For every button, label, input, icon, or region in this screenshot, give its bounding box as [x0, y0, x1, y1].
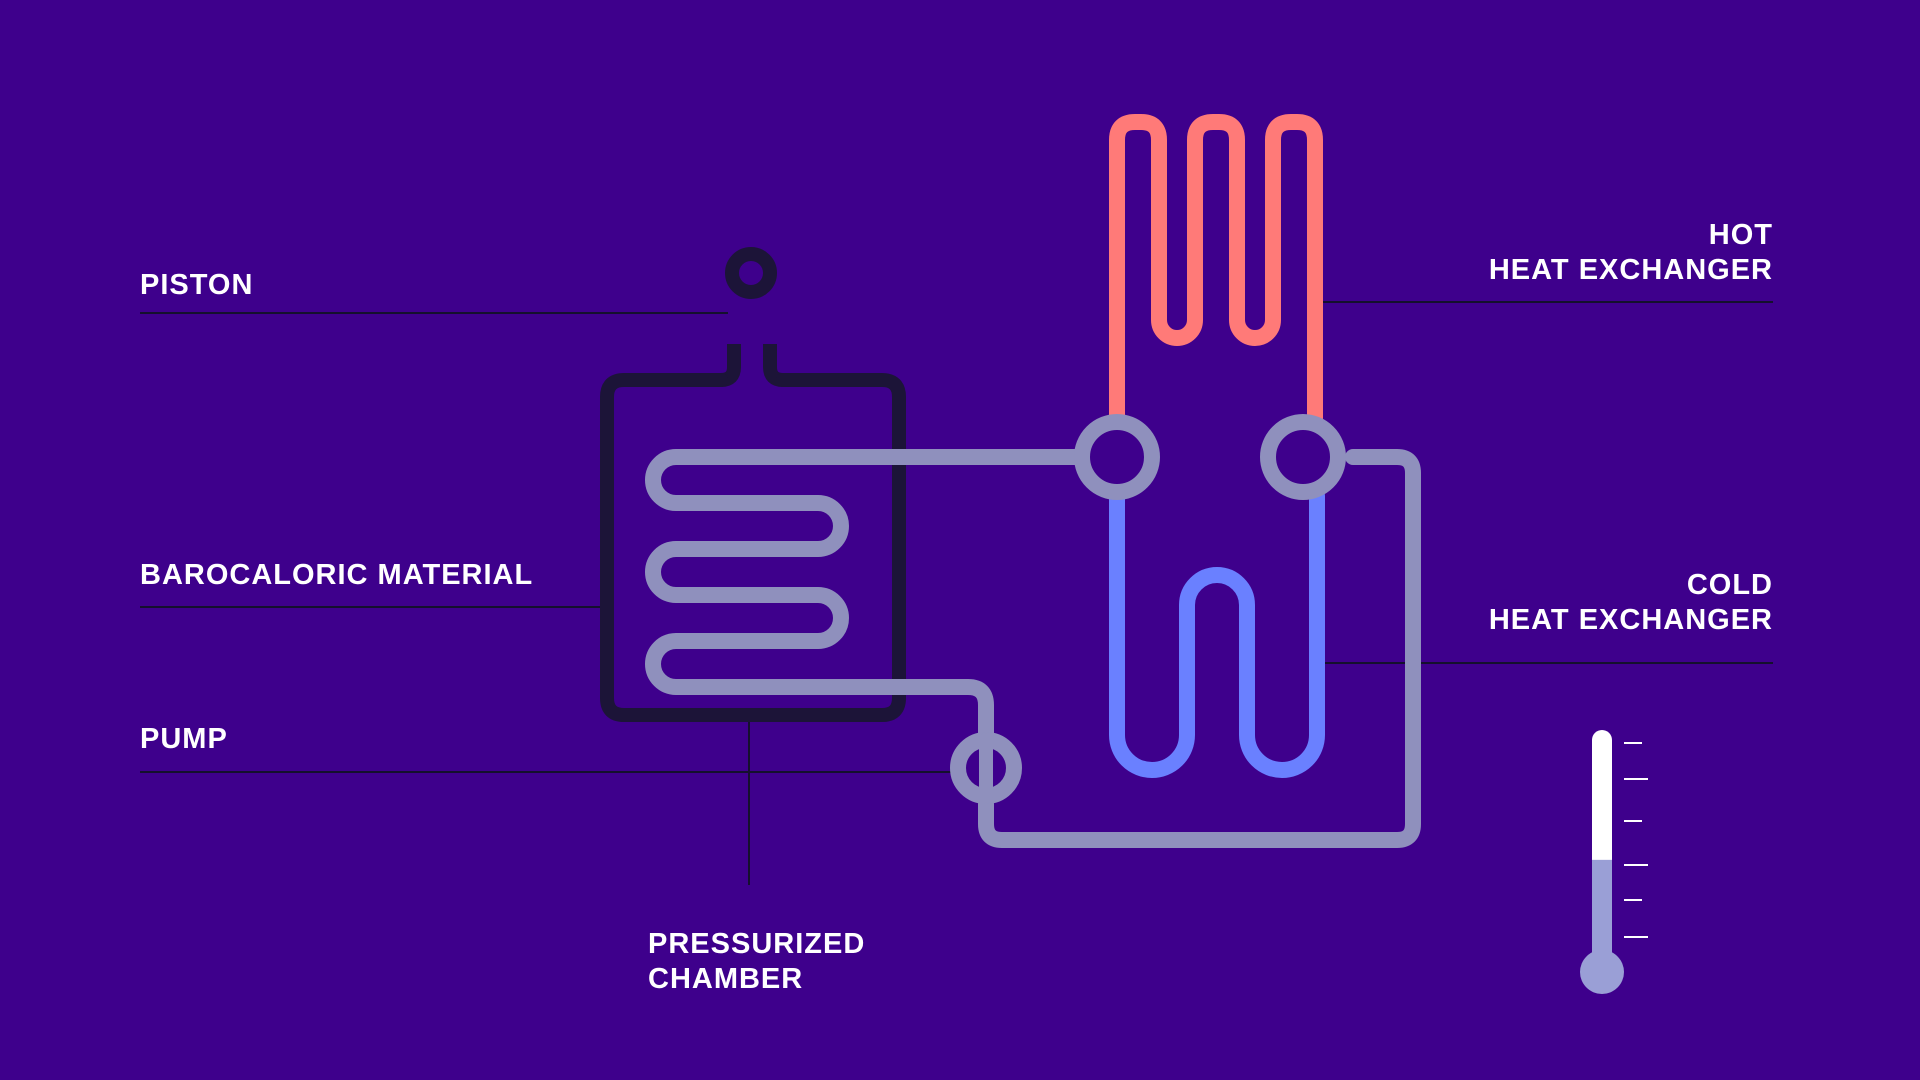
- piston-label: PISTON: [140, 268, 253, 303]
- hot-heat-exchanger-label: HOT HEAT EXCHANGER: [1489, 218, 1773, 288]
- thermometer-ticks: [1624, 742, 1648, 938]
- thermometer-bulb: [1580, 950, 1624, 994]
- leader-lines: [140, 301, 1773, 885]
- cold-heat-exchanger-label-line-1: COLD: [1686, 569, 1773, 601]
- hot-heat-exchanger-coil: [1109, 114, 1323, 426]
- cold-heat-exchanger-coil: [1109, 488, 1325, 778]
- barocaloric-material-label: BAROCALORIC MATERIAL: [140, 558, 533, 593]
- pump-label: PUMP: [140, 722, 228, 757]
- thermometer-level: [1592, 859, 1612, 975]
- pressurized-chamber-label-line-2: CHAMBER: [648, 963, 804, 995]
- hot-right-junction: [1260, 414, 1346, 500]
- hot-left-junction: [1074, 414, 1160, 500]
- barocaloric-material-label-text: BAROCALORIC MATERIAL: [140, 559, 534, 591]
- return-pipe: [978, 449, 1421, 848]
- pressurized-chamber-label-line-1: PRESSURIZED: [648, 928, 866, 960]
- hot-heat-exchanger-label-line-2: HEAT EXCHANGER: [1488, 254, 1773, 286]
- pump: [950, 732, 1022, 804]
- hot-heat-exchanger-label-line-1: HOT: [1708, 219, 1773, 251]
- piston-label-text: PISTON: [140, 269, 254, 301]
- cold-heat-exchanger-label: COLD HEAT EXCHANGER: [1489, 568, 1773, 638]
- thermometer: [1580, 730, 1648, 994]
- barocaloric-material-serpentine: [645, 449, 1087, 748]
- piston: [720, 247, 784, 387]
- pressurized-chamber-label: PRESSURIZED CHAMBER: [648, 927, 865, 997]
- fluid-pipe-loop: [645, 449, 1421, 848]
- pressurized-chamber: [600, 373, 906, 722]
- cold-heat-exchanger-label-line-2: HEAT EXCHANGER: [1488, 604, 1773, 636]
- piston-knob: [725, 247, 777, 299]
- pump-label-text: PUMP: [140, 723, 228, 755]
